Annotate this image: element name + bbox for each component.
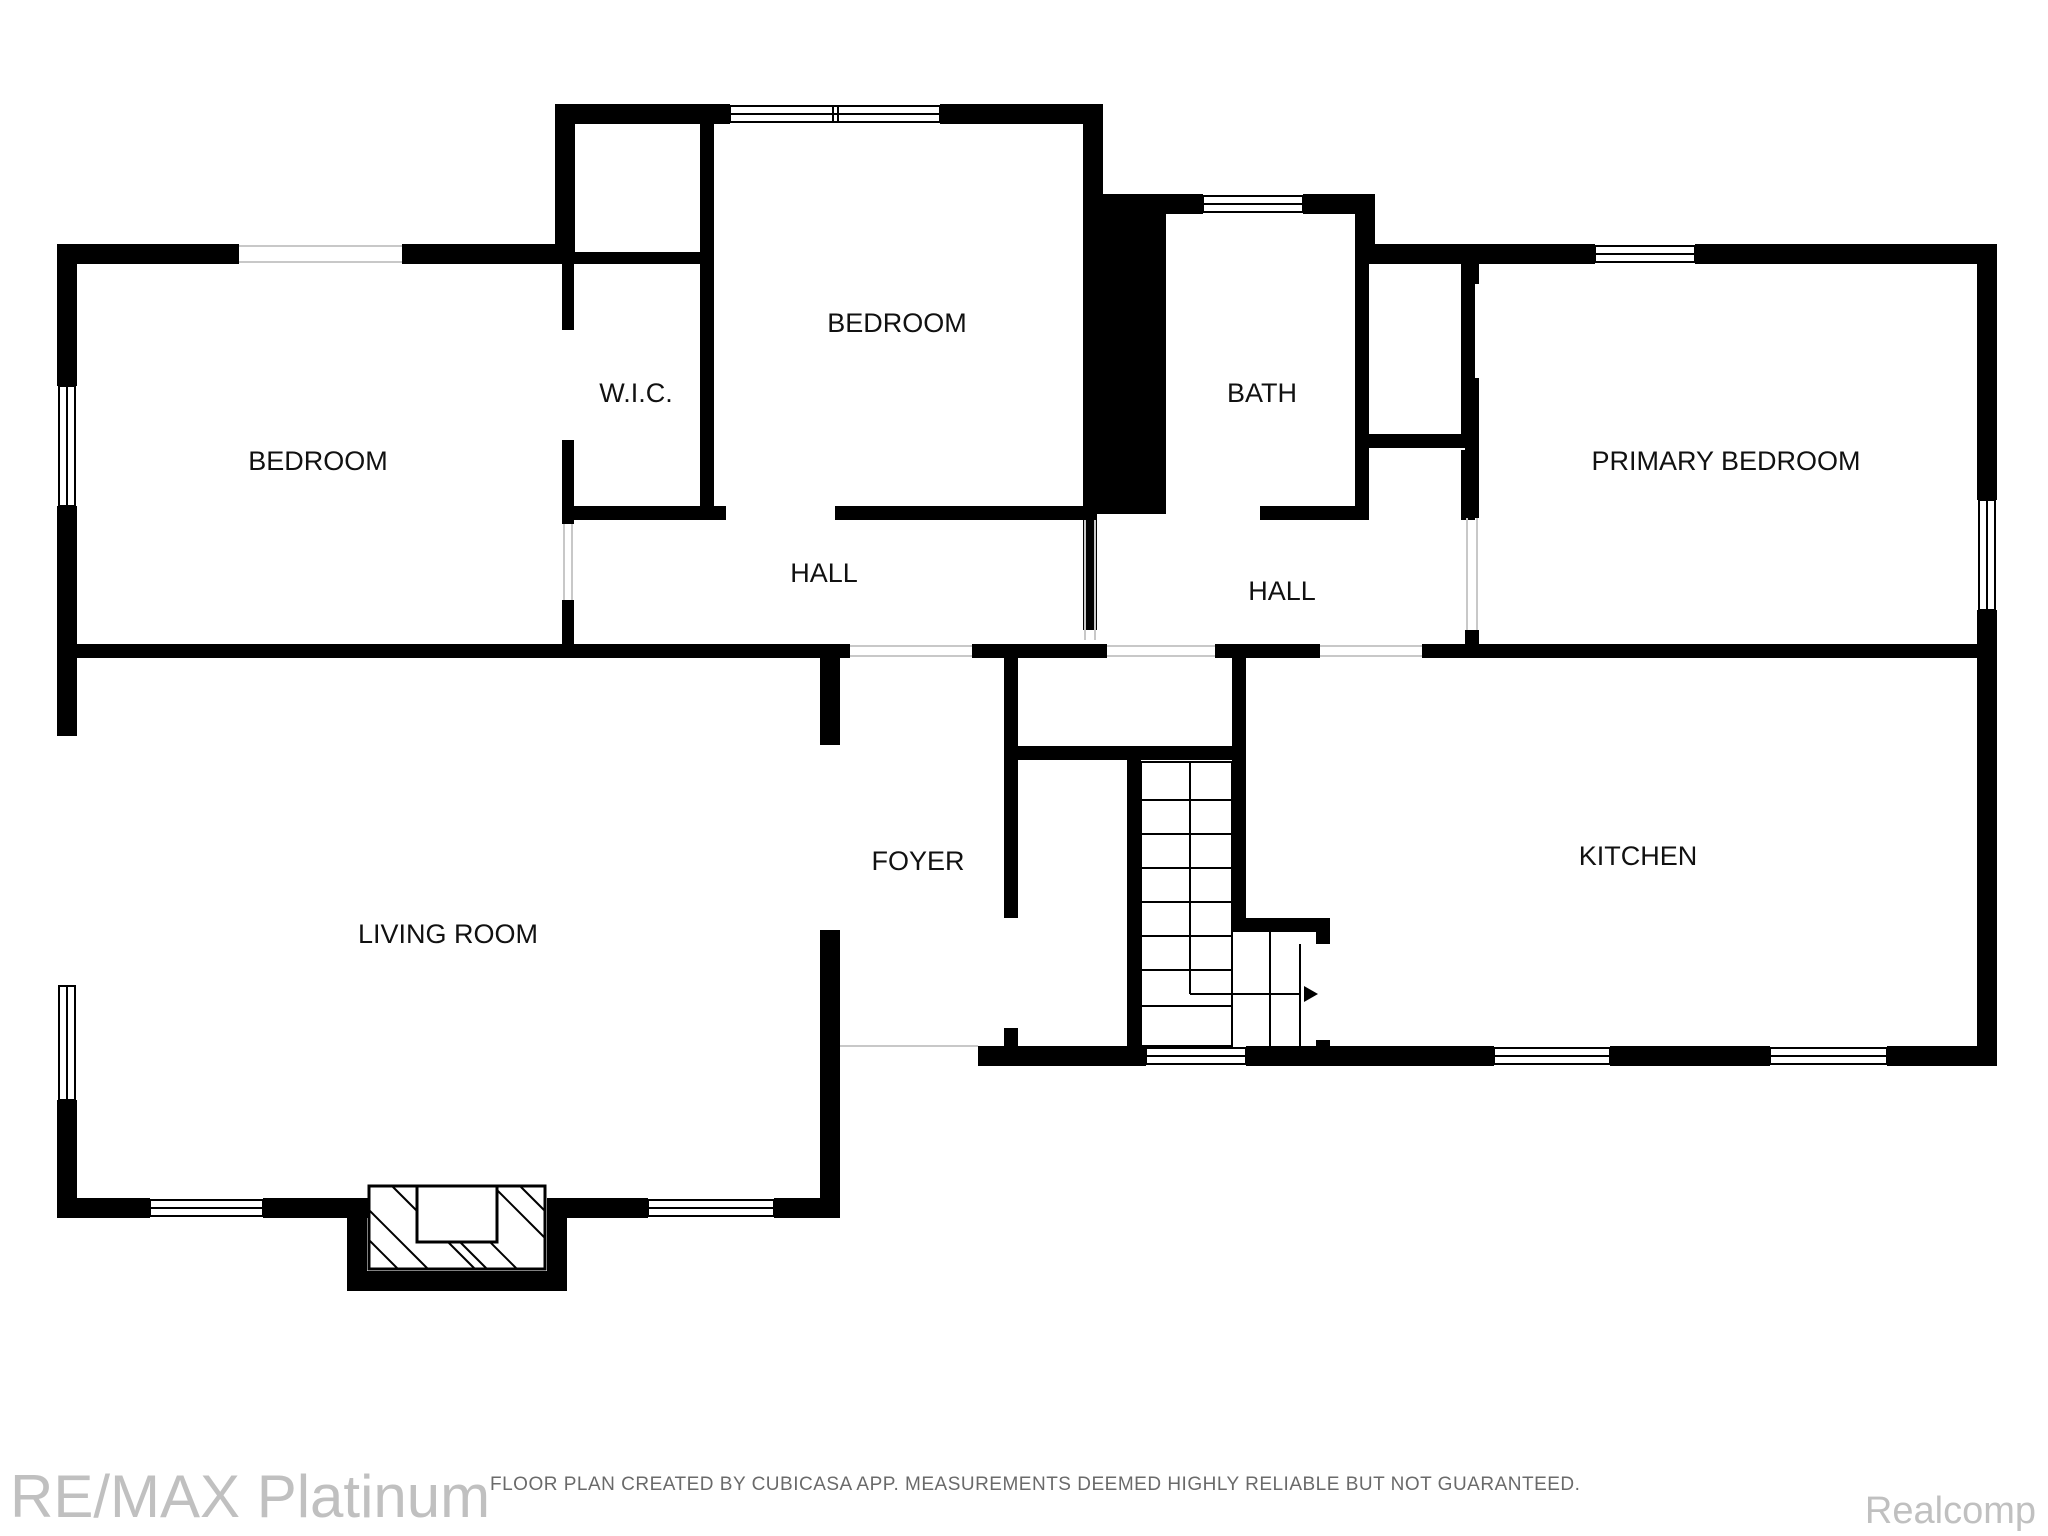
room-labels: BEDROOM W.I.C. BEDROOM BATH PRIMARY BEDR… [248, 308, 1860, 949]
room-label-bedroom-top: BEDROOM [827, 308, 967, 338]
room-label-bedroom-left: BEDROOM [248, 446, 388, 476]
room-label-foyer: FOYER [871, 846, 964, 876]
room-label-wic: W.I.C. [599, 378, 673, 408]
fireplace [367, 1184, 547, 1271]
windows [58, 105, 1996, 1217]
floor-plan-disclaimer: FLOOR PLAN CREATED BY CUBICASA APP. MEAS… [490, 1474, 1581, 1495]
brand-watermark-realcomp: Realcomp [1864, 1490, 2036, 1532]
walls [57, 104, 1997, 1291]
room-label-primary-bedroom: PRIMARY BEDROOM [1591, 446, 1860, 476]
room-label-living-room: LIVING ROOM [358, 919, 538, 949]
stair-arrow-icon [1304, 986, 1318, 1002]
brand-watermark-remax: RE/MAX Platinum [10, 1463, 491, 1530]
openings [239, 245, 1478, 1047]
room-label-hall-left: HALL [790, 558, 858, 588]
room-label-hall-right: HALL [1248, 576, 1316, 606]
room-label-bath: BATH [1227, 378, 1297, 408]
stairs [1140, 761, 1301, 1047]
room-label-kitchen: KITCHEN [1579, 841, 1698, 871]
